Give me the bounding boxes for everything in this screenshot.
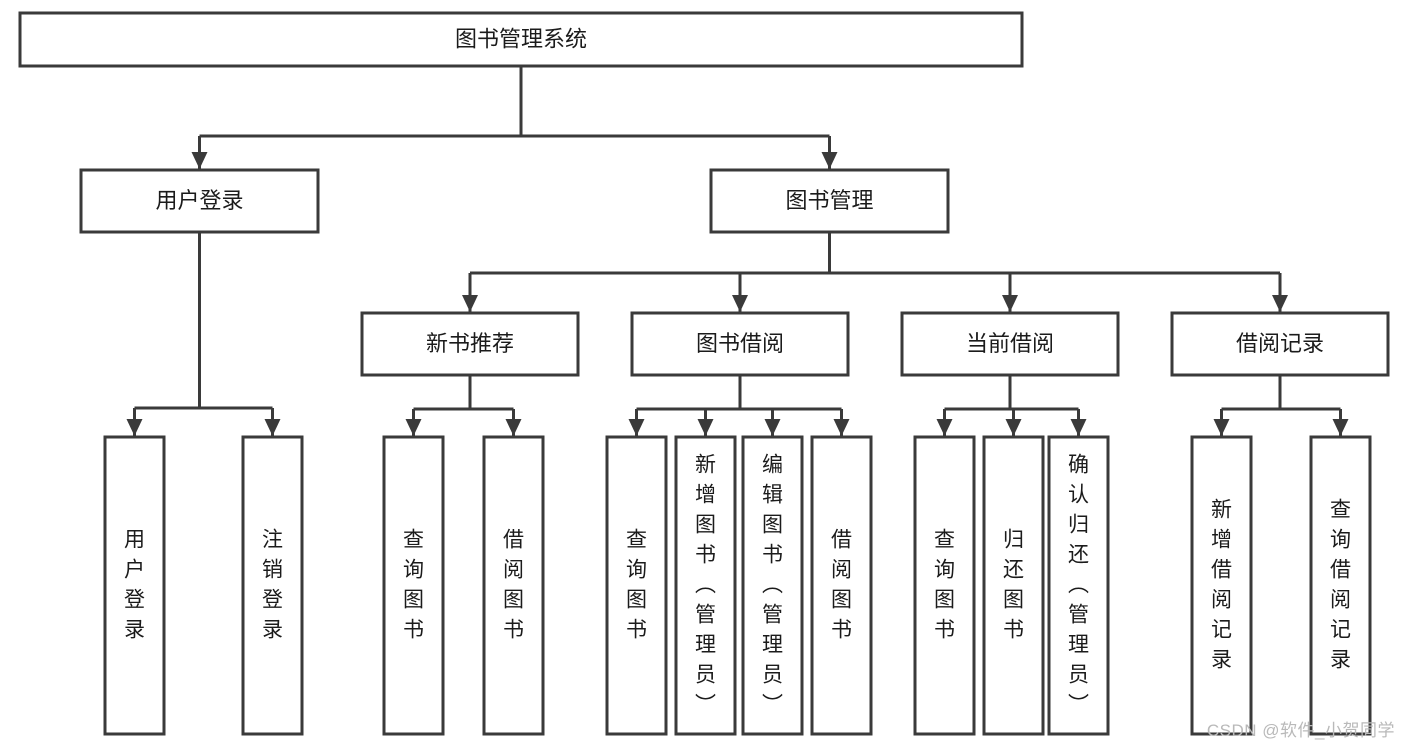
node-leaf-4-label: 查询图书 [626, 528, 647, 641]
node-root-label: 图书管理系统 [455, 26, 587, 51]
arrow-head-icon [191, 152, 208, 169]
node-level2-2-label: 当前借阅 [966, 331, 1054, 356]
node-leaf-0-label: 用户登录 [124, 528, 145, 641]
node-level2-3-label: 借阅记录 [1236, 331, 1324, 356]
node-leaf-5-rect[interactable] [674, 435, 737, 736]
arrow-head-icon [1002, 295, 1018, 312]
node-level2-0-label: 新书推荐 [426, 331, 514, 356]
node-leaf-6[interactable]: 编辑图书︵管理员︶ [741, 435, 804, 736]
node-leaf-10[interactable]: 确认归还︵管理员︶ [1047, 435, 1110, 736]
node-leaf-1-label: 注销登录 [262, 528, 283, 641]
node-leaf-8-label: 查询图书 [934, 528, 955, 641]
arrow-head-icon [1332, 419, 1349, 436]
node-leaf-2[interactable]: 查询图书 [382, 435, 445, 736]
node-leaf-5[interactable]: 新增图书︵管理员︶ [674, 435, 737, 736]
node-level2-2-rect[interactable] [900, 311, 1120, 377]
node-leaf-12[interactable]: 查询借阅记录 [1309, 435, 1372, 736]
node-leaf-1-rect[interactable] [241, 435, 304, 736]
node-level1-1[interactable]: 图书管理 [709, 168, 950, 234]
arrow-head-icon [1005, 419, 1022, 436]
watermark-text: CSDN @软件_小贺同学 [1206, 721, 1395, 740]
node-leaf-11[interactable]: 新增借阅记录 [1190, 435, 1253, 736]
node-leaf-12-rect[interactable] [1309, 435, 1372, 736]
node-leaf-10-label: 确认归还︵管理员︶ [1068, 453, 1089, 716]
node-leaf-3-label: 借阅图书 [503, 528, 524, 641]
arrow-head-icon [697, 419, 714, 436]
node-leaf-12-label: 查询借阅记录 [1330, 498, 1351, 671]
node-level2-3-rect[interactable] [1170, 311, 1390, 377]
arrow-head-icon [462, 295, 478, 312]
node-leaf-1[interactable]: 注销登录 [241, 435, 304, 736]
arrow-head-icon [505, 419, 522, 436]
node-level1-1-rect[interactable] [709, 168, 950, 234]
node-leaf-8[interactable]: 查询图书 [913, 435, 976, 736]
node-leaf-9-rect[interactable] [982, 435, 1045, 736]
node-level1-0[interactable]: 用户登录 [79, 168, 320, 234]
node-leaf-7-label: 借阅图书 [831, 528, 852, 641]
arrow-head-icon [936, 419, 953, 436]
arrow-head-icon [1213, 419, 1230, 436]
node-level2-1-label: 图书借阅 [696, 331, 784, 356]
arrow-head-icon [821, 152, 838, 169]
node-leaf-0[interactable]: 用户登录 [103, 435, 166, 736]
node-leaf-9-label: 归还图书 [1003, 528, 1024, 641]
node-leaf-10-rect[interactable] [1047, 435, 1110, 736]
node-leaf-11-rect[interactable] [1190, 435, 1253, 736]
node-leaf-3[interactable]: 借阅图书 [482, 435, 545, 736]
arrow-head-icon [628, 419, 645, 436]
node-leaf-5-label: 新增图书︵管理员︶ [695, 453, 716, 716]
arrow-head-icon [126, 419, 143, 436]
node-level2-0[interactable]: 新书推荐 [360, 311, 580, 377]
node-level2-2[interactable]: 当前借阅 [900, 311, 1120, 377]
node-leaf-4-rect[interactable] [605, 435, 668, 736]
node-level2-1-rect[interactable] [630, 311, 850, 377]
arrow-head-icon [1070, 419, 1087, 436]
node-leaf-3-rect[interactable] [482, 435, 545, 736]
node-leaf-6-rect[interactable] [741, 435, 804, 736]
node-layer: 图书管理系统用户登录图书管理新书推荐图书借阅当前借阅借阅记录用户登录注销登录查询… [18, 11, 1390, 736]
node-level2-0-rect[interactable] [360, 311, 580, 377]
node-root-rect[interactable] [18, 11, 1024, 68]
arrow-head-icon [1272, 295, 1288, 312]
node-leaf-2-rect[interactable] [382, 435, 445, 736]
arrow-head-icon [764, 419, 781, 436]
arrow-head-icon [833, 419, 850, 436]
node-level2-3[interactable]: 借阅记录 [1170, 311, 1390, 377]
arrow-head-icon [264, 419, 281, 436]
node-leaf-9[interactable]: 归还图书 [982, 435, 1045, 736]
node-level1-0-label: 用户登录 [155, 188, 243, 213]
node-leaf-0-rect[interactable] [103, 435, 166, 736]
node-level1-1-label: 图书管理 [785, 188, 873, 213]
arrow-head-icon [732, 295, 748, 312]
node-root[interactable]: 图书管理系统 [18, 11, 1024, 68]
node-leaf-8-rect[interactable] [913, 435, 976, 736]
connector-layer [126, 66, 1349, 436]
node-level1-0-rect[interactable] [79, 168, 320, 234]
node-leaf-7-rect[interactable] [810, 435, 873, 736]
node-level2-1[interactable]: 图书借阅 [630, 311, 850, 377]
arrow-head-icon [405, 419, 422, 436]
node-leaf-2-label: 查询图书 [403, 528, 424, 641]
node-leaf-11-label: 新增借阅记录 [1211, 498, 1232, 671]
node-leaf-7[interactable]: 借阅图书 [810, 435, 873, 736]
node-leaf-4[interactable]: 查询图书 [605, 435, 668, 736]
node-leaf-6-label: 编辑图书︵管理员︶ [762, 453, 783, 716]
